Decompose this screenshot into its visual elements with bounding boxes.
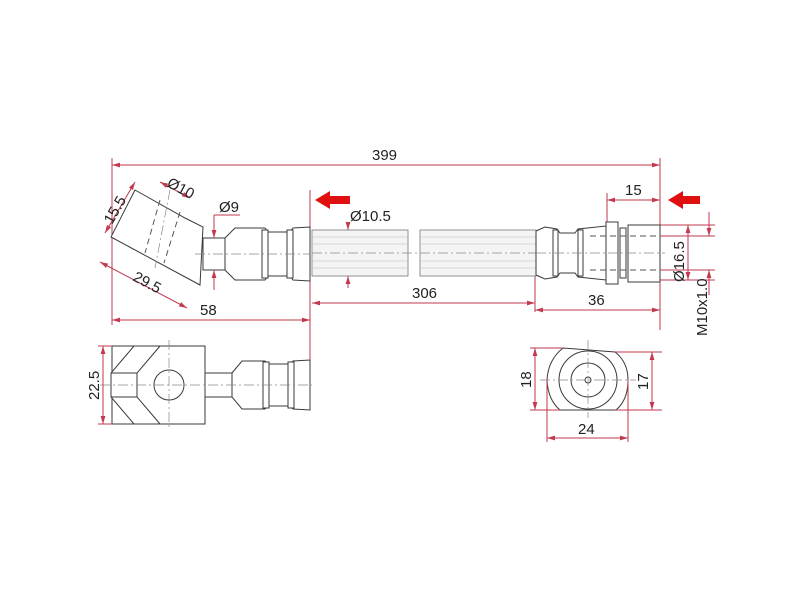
dim-nut-height-b: 17 bbox=[635, 373, 652, 390]
dim-neck-diameter: Ø9 bbox=[219, 199, 239, 216]
dim-nut-width: 24 bbox=[578, 421, 595, 438]
dim-nut-height-a: 18 bbox=[518, 371, 535, 388]
direction-arrow-left bbox=[315, 191, 350, 209]
direction-arrow-right bbox=[668, 191, 700, 209]
dim-hose-diameter: Ø10.5 bbox=[350, 208, 391, 225]
dim-nut-offset: 15 bbox=[625, 182, 642, 199]
dim-hose-length: 306 bbox=[412, 285, 437, 302]
dim-right-fitting-length: 36 bbox=[588, 292, 605, 309]
banjo-dimension-lines bbox=[99, 181, 240, 309]
dim-overall-length: 399 bbox=[372, 147, 397, 164]
banjo-fitting-top-view bbox=[100, 340, 312, 430]
hose-ribs bbox=[312, 236, 536, 269]
dim-bolt-hole-diameter: Ø10 bbox=[164, 175, 197, 203]
dim-left-fitting-length: 58 bbox=[200, 302, 217, 319]
nut-fitting-side bbox=[535, 221, 665, 285]
dim-nut-diameter: Ø16.5 bbox=[671, 241, 688, 282]
nut-end-view bbox=[540, 340, 636, 418]
dim-thread: M10x1.0 bbox=[694, 278, 711, 336]
dim-banjo-width: 22.5 bbox=[86, 371, 103, 400]
hose bbox=[311, 229, 537, 277]
